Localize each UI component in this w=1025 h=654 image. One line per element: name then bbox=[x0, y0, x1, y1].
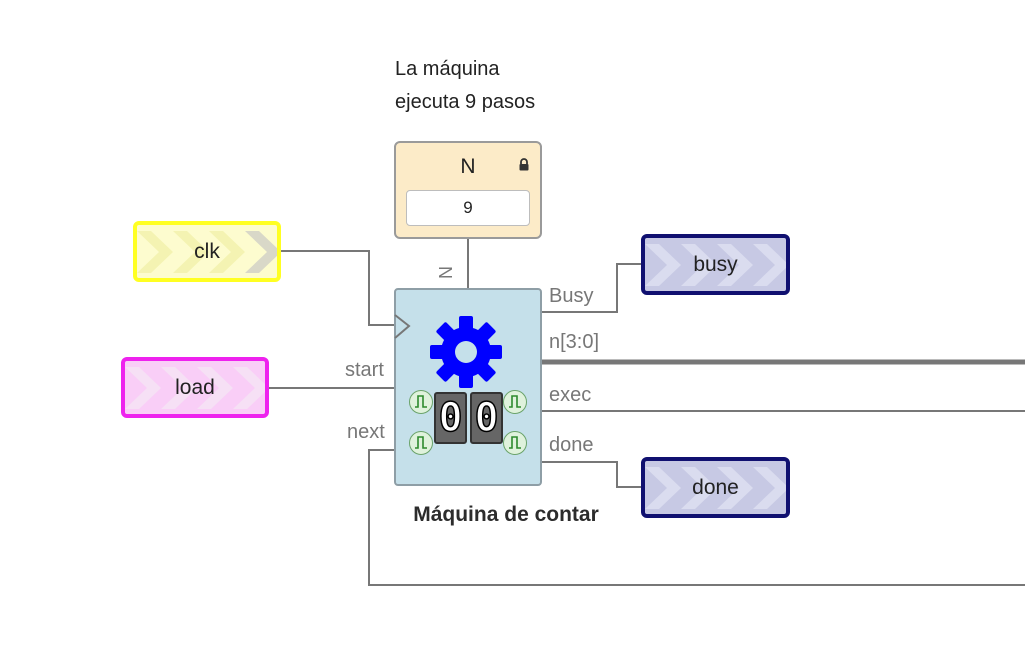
module-title: Máquina de contar bbox=[413, 503, 599, 526]
annotation-text: La máquina ejecuta 9 pasos bbox=[395, 53, 535, 119]
output-busy-label: busy bbox=[693, 252, 738, 276]
pulse-icon bbox=[503, 431, 527, 455]
gear-icon bbox=[430, 316, 502, 388]
pulse-icon bbox=[409, 390, 433, 414]
pin-label-next: next bbox=[347, 421, 385, 443]
chevron-pattern-icon bbox=[645, 244, 786, 286]
wire-clk bbox=[280, 250, 394, 326]
constant-name: N bbox=[460, 155, 476, 178]
pin-label-n: N bbox=[436, 266, 456, 279]
pulse-icon bbox=[503, 390, 527, 414]
annotation-line-1: La máquina bbox=[395, 58, 500, 80]
output-busy[interactable]: busy bbox=[641, 234, 790, 295]
chevron-pattern-icon bbox=[125, 367, 265, 409]
annotation-line-2: ejecuta 9 pasos bbox=[395, 91, 536, 113]
pin-label-start: start bbox=[345, 359, 384, 381]
constant-n-block[interactable]: N 9 bbox=[394, 141, 542, 239]
counting-machine-module[interactable]: 0 0 bbox=[394, 288, 542, 486]
input-load-label: load bbox=[175, 375, 215, 399]
wire-next-loop bbox=[368, 449, 1025, 586]
chevron-pattern-icon bbox=[137, 231, 277, 273]
constant-value-field[interactable]: 9 bbox=[406, 190, 530, 226]
pin-label-exec: exec bbox=[549, 384, 592, 406]
display-digit-ones: 0 bbox=[470, 392, 503, 444]
clock-input-icon bbox=[394, 314, 411, 339]
wire-done bbox=[542, 461, 644, 488]
input-load[interactable]: load bbox=[121, 357, 269, 418]
output-done-label: done bbox=[692, 475, 739, 499]
pin-label-busy: Busy bbox=[549, 285, 594, 307]
display-digit-tens: 0 bbox=[434, 392, 467, 444]
wire-busy bbox=[542, 263, 644, 313]
lock-icon bbox=[519, 158, 529, 171]
input-clk[interactable]: clk bbox=[133, 221, 281, 282]
pin-label-done: done bbox=[549, 434, 594, 456]
chevron-pattern-icon bbox=[645, 467, 786, 509]
input-clk-label: clk bbox=[194, 239, 220, 263]
output-done[interactable]: done bbox=[641, 457, 790, 518]
pin-label-n-bus: n[3:0] bbox=[549, 331, 600, 353]
pulse-icon bbox=[409, 431, 433, 455]
